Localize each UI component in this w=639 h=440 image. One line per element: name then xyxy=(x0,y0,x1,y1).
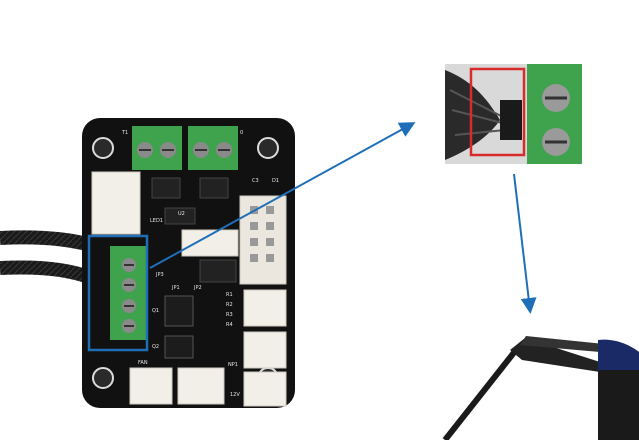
label-12v: 12V xyxy=(230,392,240,398)
label-t1: T1 xyxy=(121,130,128,136)
label-u2: U2 xyxy=(178,211,185,217)
label-r4: R4 xyxy=(226,322,233,328)
connector-white-right-1 xyxy=(243,289,287,327)
label-r1: R1 xyxy=(226,292,233,298)
mounting-hole xyxy=(92,137,114,159)
mounting-hole xyxy=(92,367,114,389)
connector-white-right-long xyxy=(239,195,287,285)
pcb-board: T1 0 D1 U2 LED1 C3 JP1 JP2 JP3 R1 R2 R3 … xyxy=(82,118,295,408)
connector-white-left xyxy=(91,171,141,235)
label-np1: NP1 xyxy=(228,362,238,368)
label-d1: D1 xyxy=(272,178,279,184)
label-q1: Q1 xyxy=(152,308,159,314)
label-jp1: JP1 xyxy=(171,285,180,291)
label-q2: Q2 xyxy=(152,344,159,350)
label-fan: FAN xyxy=(138,360,148,366)
mounting-hole xyxy=(257,137,279,159)
label-jp2: JP2 xyxy=(193,285,202,291)
connector-white-bottom-2 xyxy=(177,367,225,405)
connector-white-right-3 xyxy=(243,371,287,407)
terminal-block-top-right xyxy=(188,126,238,170)
label-r2: R2 xyxy=(226,302,233,308)
arrow-to-zoom xyxy=(149,122,416,269)
connector-white-right-2 xyxy=(243,331,287,369)
label-led1: LED1 xyxy=(150,218,163,224)
highlight-box-blue xyxy=(87,234,149,352)
pliers-stripping-wire xyxy=(442,336,639,440)
label-r3: R3 xyxy=(226,312,233,318)
arrow-to-pliers xyxy=(513,173,537,314)
label-c3: C3 xyxy=(252,178,259,184)
highlight-box-red xyxy=(469,67,526,157)
label-t0: 0 xyxy=(240,130,243,136)
zoom-inset xyxy=(445,64,582,164)
terminal-block-left xyxy=(110,246,148,340)
connector-white-bottom-1 xyxy=(129,367,173,405)
label-jp3: JP3 xyxy=(155,272,164,278)
terminal-block-top-left xyxy=(132,126,182,170)
